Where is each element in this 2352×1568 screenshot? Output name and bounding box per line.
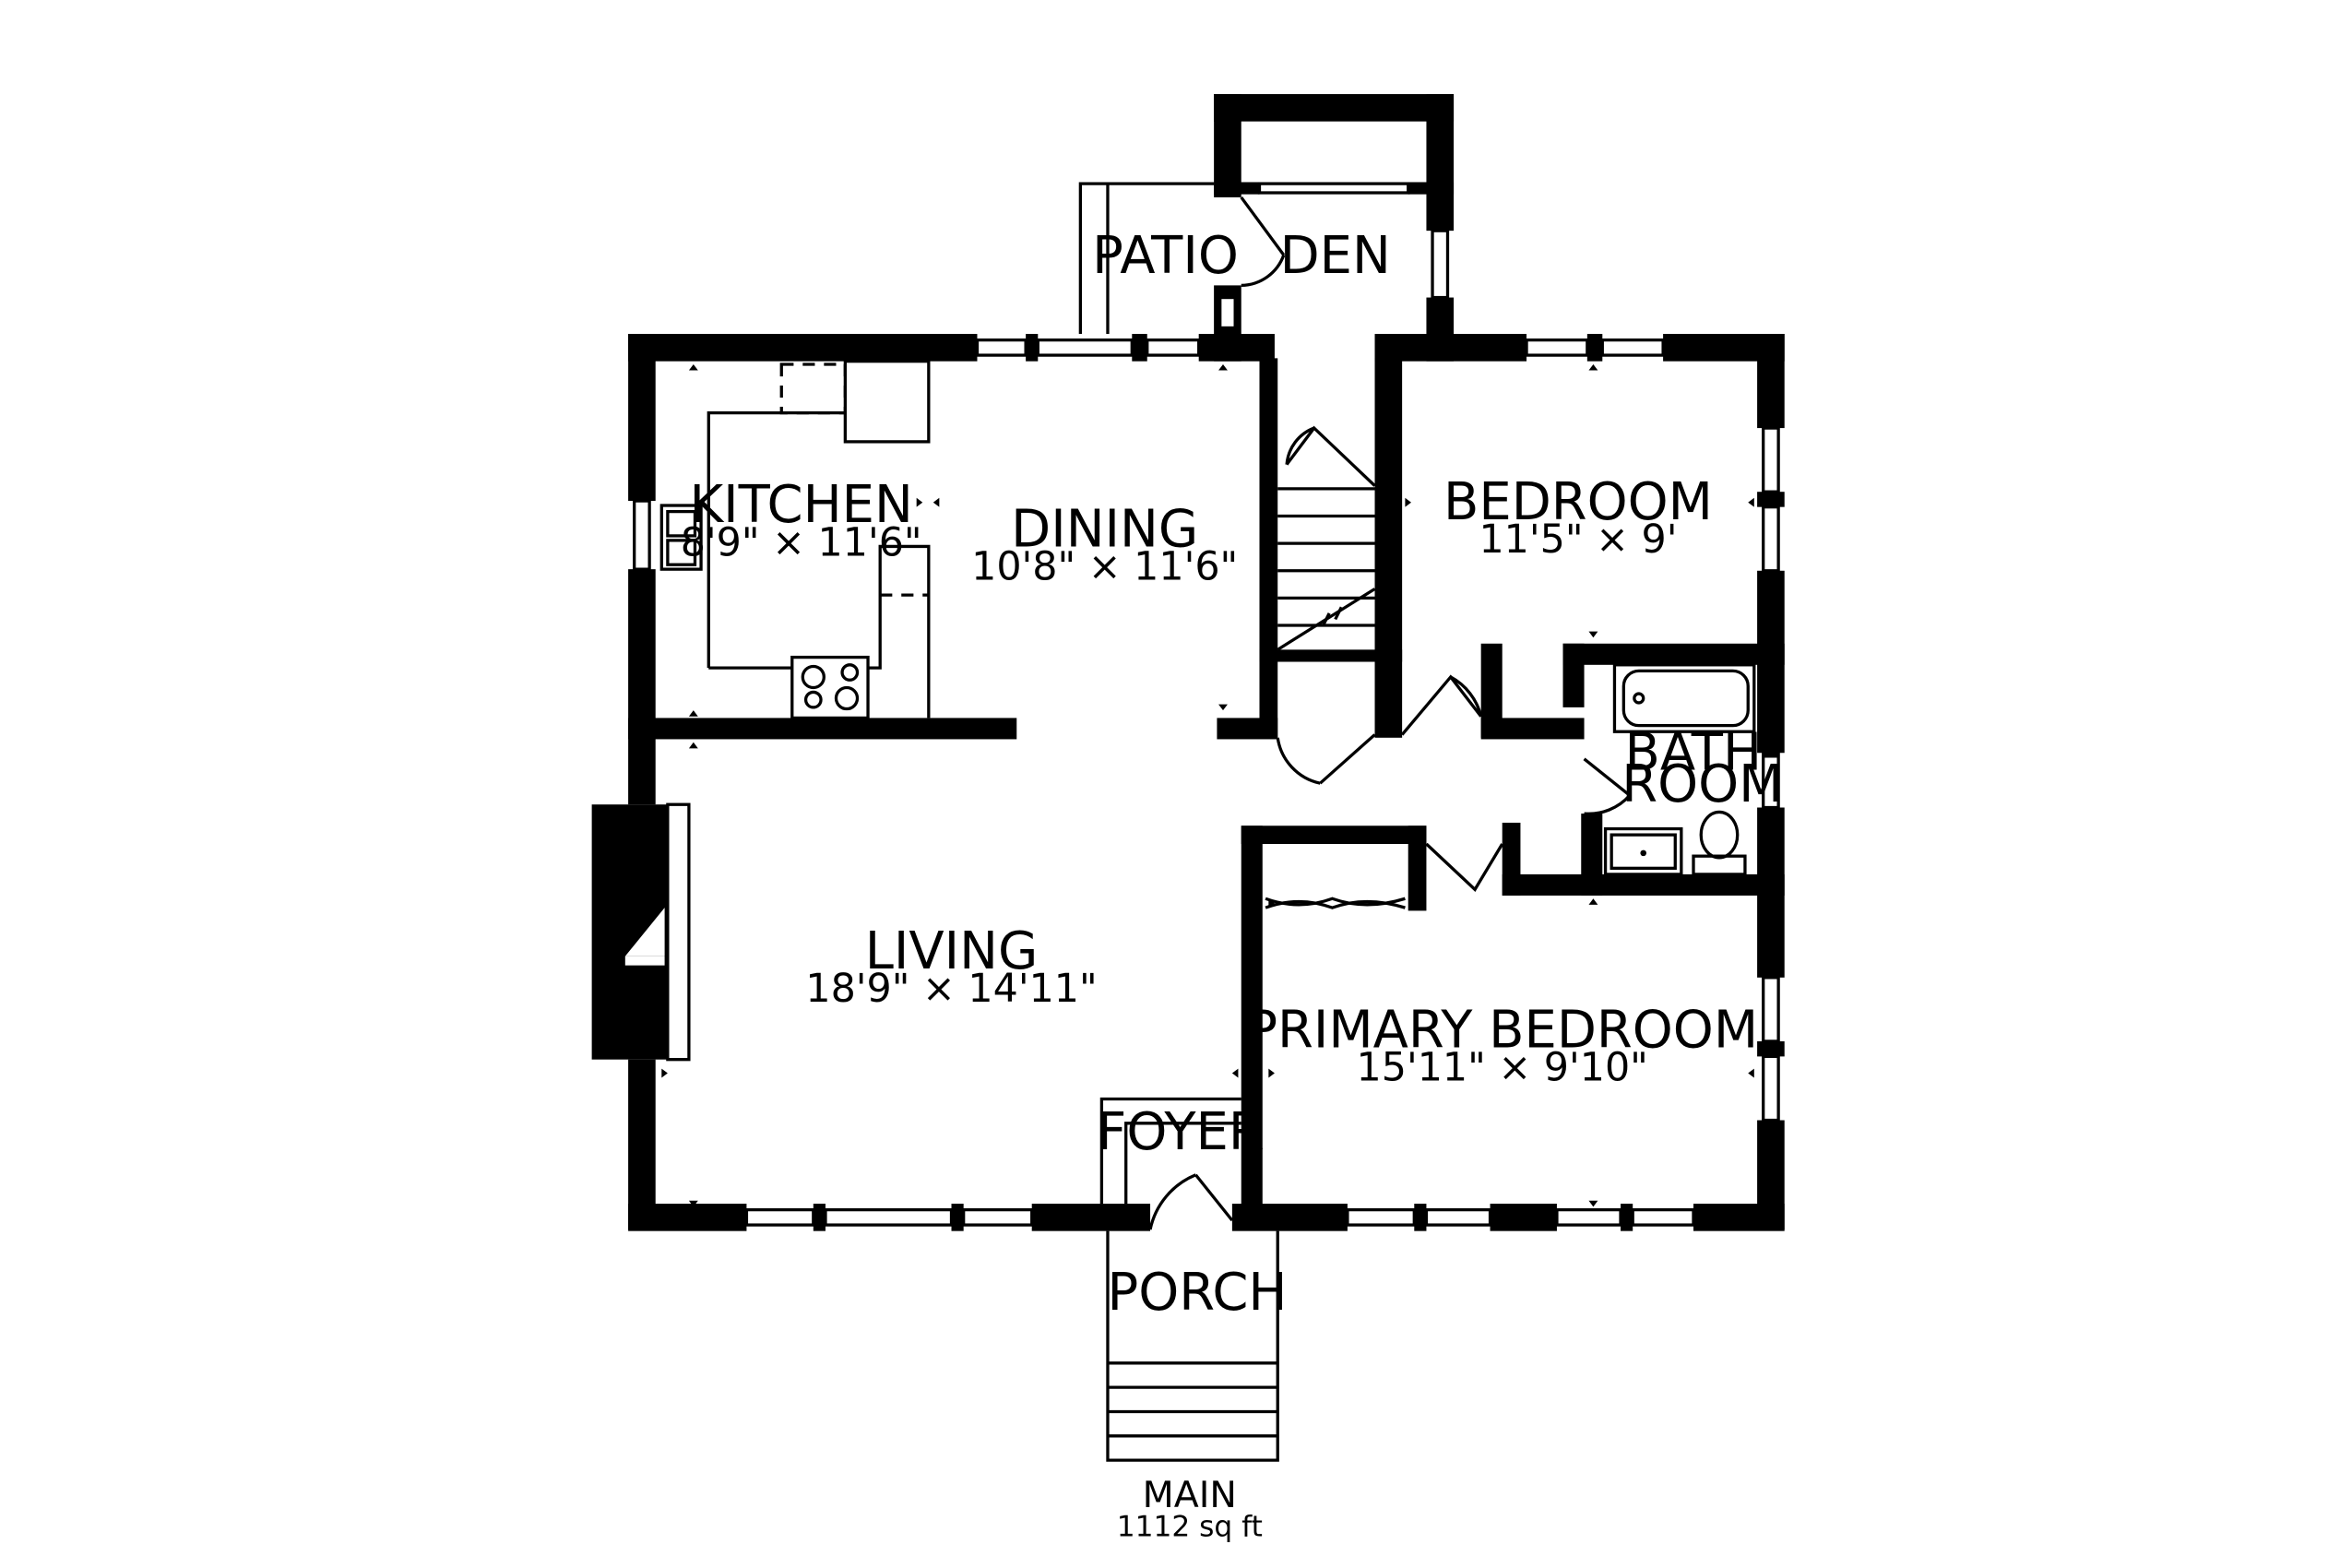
primary-bedroom-dimensions: 15'11" × 9'10" <box>1357 1045 1648 1091</box>
den-label: DEN <box>1280 226 1391 286</box>
level-caption: MAIN <box>1143 1474 1237 1516</box>
kitchen-fixtures <box>659 360 931 720</box>
markers <box>661 363 1754 1207</box>
room-labels: PATIO DEN KITCHEN 8'9" × 11'6" DINING 10… <box>681 226 1784 1543</box>
patio-label: PATIO <box>1092 226 1239 286</box>
windows <box>633 182 1780 1227</box>
doors <box>1148 196 1632 1230</box>
area-caption: 1112 sq ft <box>1117 1510 1263 1543</box>
bedroom-label: BEDROOM <box>1443 472 1713 532</box>
bath-fixtures <box>1603 663 1756 876</box>
exterior-walls <box>591 94 1785 1231</box>
primary-bedroom-label: PRIMARY BEDROOM <box>1246 1001 1758 1061</box>
porch-label: PORCH <box>1108 1263 1288 1323</box>
living-dimensions: 18'9" × 14'11" <box>805 966 1097 1012</box>
interior-walls <box>628 358 1785 1230</box>
bedroom-dimensions: 11'5" × 9' <box>1479 517 1677 563</box>
bathroom-label-line1: BATH- <box>1625 722 1781 782</box>
foyer-label: FOYER <box>1097 1102 1265 1162</box>
kitchen-dimensions: 8'9" × 11'6" <box>681 519 922 565</box>
living-label: LIVING <box>865 921 1039 981</box>
foyer-porch <box>1099 1097 1279 1462</box>
dining-dimensions: 10'8" × 11'6" <box>971 544 1238 590</box>
dining-label: DINING <box>1011 499 1198 559</box>
bathroom-label-line2: ROOM <box>1621 754 1783 814</box>
kitchen-label: KITCHEN <box>689 475 912 535</box>
stairs <box>1277 487 1376 651</box>
